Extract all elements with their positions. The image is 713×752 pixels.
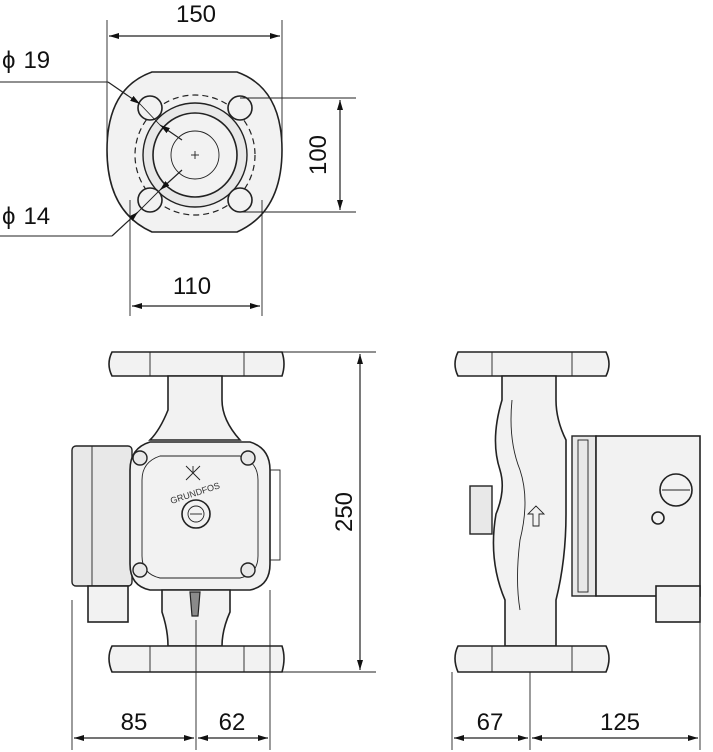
motor-body-side — [595, 435, 701, 597]
bolt-hole — [227, 187, 253, 213]
dim-label-85: 85 — [121, 709, 148, 736]
screw — [132, 450, 148, 466]
flow-direction-arrow-icon — [526, 505, 546, 527]
terminal-box — [71, 445, 133, 587]
side-boss — [469, 485, 493, 535]
side-cable-gland — [655, 585, 701, 623]
bottom-flange — [108, 645, 285, 673]
bolt-hole — [227, 95, 253, 121]
svg-text:ϕ14: ϕ 14 — [2, 203, 50, 230]
dim-label-100: 100 — [305, 135, 332, 175]
motor-flange-side — [571, 435, 597, 597]
top-view-flange: 150 ϕ 19 ϕ 14 100 110 — [0, 1, 356, 316]
dim-label-110: 110 — [173, 273, 211, 300]
side-bottom-flange — [454, 645, 610, 673]
dim-label-250: 250 — [331, 492, 358, 532]
dim-label-phi-19: 19 — [23, 47, 50, 74]
screw — [240, 450, 256, 466]
indicator-hole — [651, 511, 665, 525]
dim-label-150: 150 — [176, 1, 216, 28]
screw — [240, 562, 256, 578]
side-top-flange — [454, 351, 610, 377]
top-flange — [108, 351, 285, 377]
pump-neck-top — [148, 375, 242, 441]
diameter-symbol: ϕ — [2, 47, 15, 74]
cable-gland — [87, 585, 129, 623]
pump-housing-side — [492, 375, 567, 647]
diameter-symbol: ϕ — [2, 203, 15, 230]
front-view-pump: GRUNDFOS 250 85 62 — [71, 351, 376, 750]
bolt-hole — [137, 95, 163, 121]
dim-label-67: 67 — [477, 709, 504, 736]
dim-label-phi-14: 14 — [23, 203, 50, 230]
dim-label-125: 125 — [600, 709, 640, 736]
svg-text:ϕ19: ϕ 19 — [2, 47, 50, 74]
bolt-circle — [134, 94, 256, 216]
screw — [132, 562, 148, 578]
side-view-pump: 67 125 — [451, 351, 701, 750]
dim-label-62: 62 — [219, 709, 246, 736]
grundfos-logo-icon — [185, 465, 201, 481]
flange-bore — [170, 130, 220, 180]
flow-arrow-indicator — [189, 591, 201, 617]
